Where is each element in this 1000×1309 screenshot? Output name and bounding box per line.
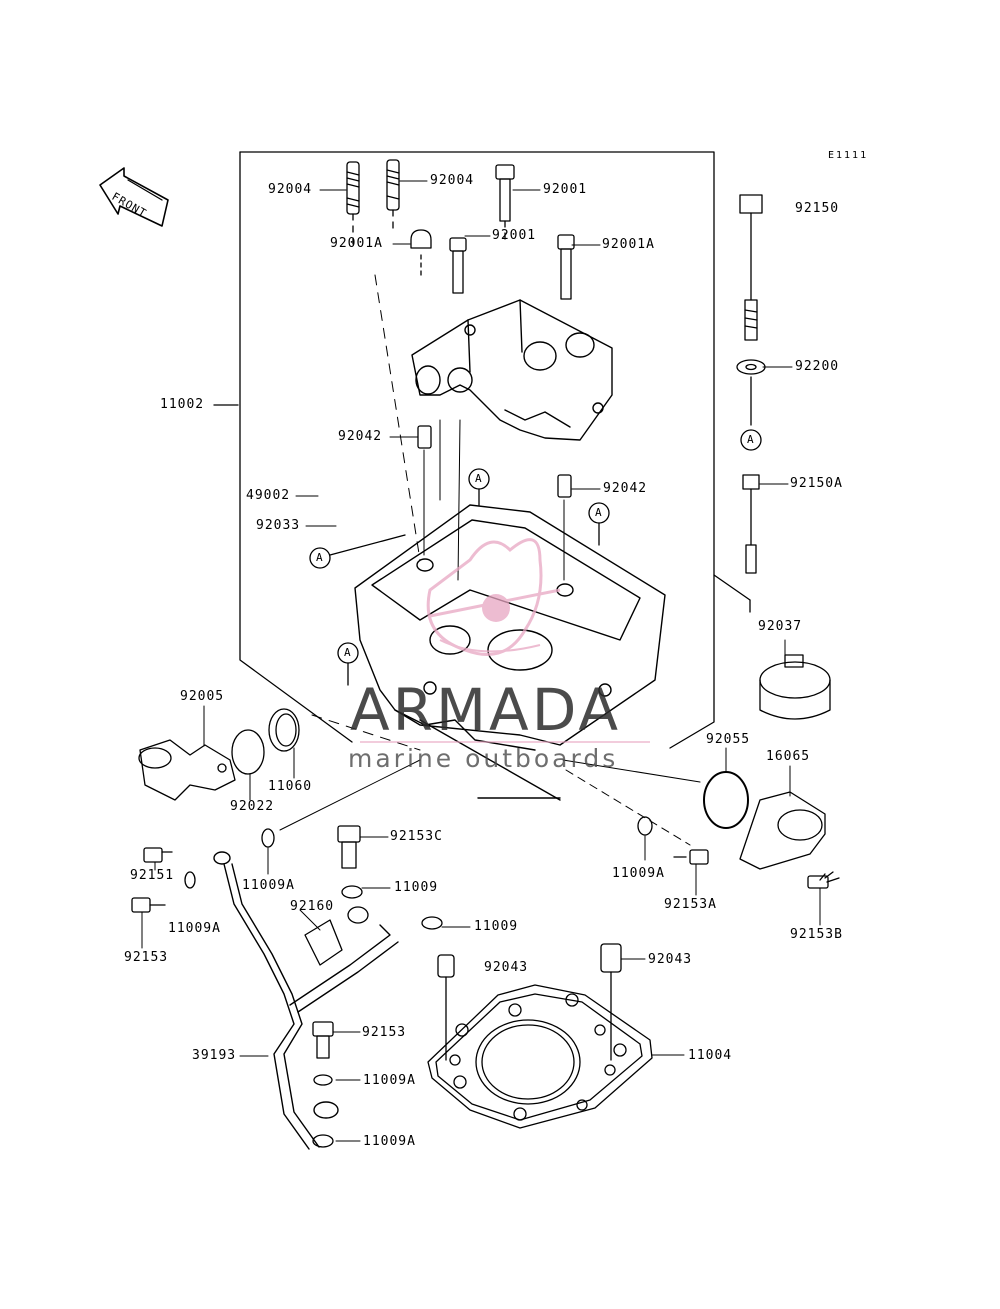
part-label-92055: 92055 (706, 732, 751, 747)
ref-marker-3: A (595, 506, 603, 519)
ref-marker-5: A (344, 646, 352, 659)
part-label-92150A: 92150A (790, 476, 843, 491)
dowel-92042-left (417, 425, 432, 449)
water-outlet-92005 (138, 739, 236, 801)
part-label-92001-mid: 92001 (492, 228, 537, 243)
leader-lines (141, 180, 821, 1142)
part-label-92001A-right: 92001A (602, 237, 655, 252)
part-label-11004: 11004 (688, 1048, 733, 1063)
part-label-11060: 11060 (268, 779, 313, 794)
watermark-brand: ARMADA (350, 676, 622, 744)
part-label-92004-right: 92004 (430, 173, 475, 188)
bolt-92153-left (131, 897, 166, 913)
bolt-92153C (337, 825, 361, 869)
washer-92200 (736, 359, 766, 426)
watermark-tagline: marine outboards (348, 744, 619, 773)
part-label-11009A-lower2: 11009A (363, 1134, 416, 1149)
part-label-11002: 11002 (160, 397, 205, 412)
dowel-92043-left (437, 954, 455, 1061)
bolt-92151 (143, 847, 173, 863)
part-label-92033: 92033 (256, 518, 301, 533)
bolt-92150 (739, 194, 763, 341)
part-label-92004-left: 92004 (268, 182, 313, 197)
seal-11060 (268, 708, 300, 752)
washer-11009A-lower1 (313, 1074, 333, 1086)
part-label-92043-right: 92043 (648, 952, 693, 967)
part-label-92042-left: 92042 (338, 429, 383, 444)
union-92160 (304, 906, 369, 966)
part-label-16065: 16065 (766, 749, 811, 764)
part-label-92005: 92005 (180, 689, 225, 704)
washer-11009-b (421, 916, 443, 930)
part-label-39193: 39193 (192, 1048, 237, 1063)
part-label-49002: 49002 (246, 488, 291, 503)
dowel-92043-right (600, 943, 622, 1061)
front-arrow-icon (99, 167, 169, 227)
part-label-11009A-mid: 11009A (242, 878, 295, 893)
watermark-logo (360, 538, 650, 743)
part-label-92153-lower: 92153 (362, 1025, 407, 1040)
bolt-92150A (742, 474, 760, 574)
ref-marker-4: A (316, 551, 324, 564)
ref-marker-1: A (747, 433, 755, 446)
part-label-92150: 92150 (795, 201, 840, 216)
part-label-92151: 92151 (130, 868, 175, 883)
dowel-92042-right (557, 474, 572, 498)
intake-holder-16065 (739, 791, 840, 889)
cap-nut (410, 229, 432, 276)
part-label-92042-right: 92042 (603, 481, 648, 496)
cylinder-head (354, 504, 666, 801)
part-label-92160: 92160 (290, 899, 335, 914)
camshaft-holder (411, 299, 613, 441)
clamp-92037 (759, 654, 831, 720)
stud-92004-left (346, 161, 360, 246)
washer-11009A-mid (261, 828, 275, 848)
part-label-92200: 92200 (795, 359, 840, 374)
leader-guides (279, 274, 701, 846)
bolt-92001-mid (449, 237, 467, 294)
head-gasket-11004 (427, 984, 653, 1129)
part-label-11009-b: 11009 (474, 919, 519, 934)
part-label-11009A-lower1: 11009A (363, 1073, 416, 1088)
part-label-92022: 92022 (230, 799, 275, 814)
washer-11009A-lower2 (312, 1134, 334, 1148)
bolt-92001A-right (557, 234, 575, 300)
assembly-bracket (213, 151, 751, 749)
part-label-92153A: 92153A (664, 897, 717, 912)
part-label-92001A-left: 92001A (330, 236, 383, 251)
washer-11009A-left (184, 871, 196, 889)
part-label-92153C: 92153C (390, 829, 443, 844)
oring-92055 (703, 771, 749, 829)
diagram-code: E1111 (828, 150, 869, 161)
part-label-92153-left: 92153 (124, 950, 169, 965)
part-label-92043-left: 92043 (484, 960, 529, 975)
washer-11009-a (341, 885, 363, 899)
part-label-11009A-left: 11009A (168, 921, 221, 936)
part-label-92153B: 92153B (790, 927, 843, 942)
part-label-92001-top: 92001 (543, 182, 588, 197)
oring-92022 (231, 729, 265, 775)
bolt-92153-lower (312, 1021, 334, 1059)
washer-11009A-right (637, 816, 653, 836)
ref-marker-2: A (475, 472, 483, 485)
oil-pipe-39193 (213, 851, 399, 1150)
part-label-92037: 92037 (758, 619, 803, 634)
ref-markers (309, 429, 762, 686)
stud-92004-right (386, 159, 400, 229)
bolt-92001-top (495, 164, 515, 246)
part-label-11009A-right: 11009A (612, 866, 665, 881)
part-label-11009-a: 11009 (394, 880, 439, 895)
bolt-92153A (673, 849, 709, 865)
